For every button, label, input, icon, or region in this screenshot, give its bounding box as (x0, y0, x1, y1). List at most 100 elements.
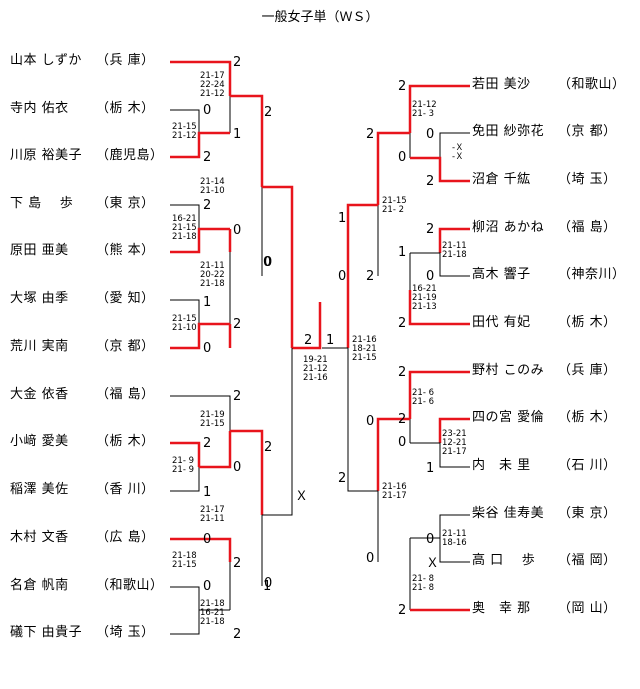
game-scores: 21-18 16-21 21-18 (200, 599, 225, 627)
left-round1-score: 2 (233, 627, 242, 642)
left-round2-score: 0 (264, 255, 273, 270)
bracket-line-6 (170, 204, 200, 229)
right-player-name: 柳沼 あかね (472, 220, 545, 235)
right-round2-score: 2 (366, 269, 375, 284)
winner-line-39 (438, 417, 470, 443)
bracket-line-2 (170, 109, 200, 133)
right-player-name: 内 未 里 (472, 458, 531, 473)
left-round1-score: 0 (203, 341, 212, 356)
left-player-name: 小﨑 愛美 (10, 434, 69, 449)
winner-line-30 (376, 131, 410, 205)
right-player-name: 奥 幸 那 (472, 601, 531, 616)
left-player-pref: （福 島） (96, 387, 155, 402)
game-scores: 19-21 21-12 21-16 (303, 355, 328, 383)
bracket-line-45 (410, 537, 470, 563)
left-round1-score: 2 (233, 317, 242, 332)
left-round1-score: 2 (203, 150, 212, 165)
left-round1-score: 0 (233, 460, 242, 475)
game-scores: 21-11 21-18 (442, 241, 467, 260)
left-player-pref: （鹿児島） (96, 148, 164, 163)
winner-line-18 (199, 431, 232, 469)
right-round1-score: Ｘ (426, 556, 440, 571)
right-player-name: 沼倉 千紘 (472, 172, 531, 187)
left-player-name: 木村 文香 (10, 530, 69, 545)
bracket-line-10 (170, 299, 200, 324)
winner-line-3 (170, 131, 230, 159)
right-player-pref: （京 都） (558, 124, 617, 139)
left-player-pref: （広 島） (96, 530, 155, 545)
winner-line-0 (170, 60, 232, 96)
game-scores: 16-21 21-15 21-18 (172, 214, 197, 242)
left-player-name: 大金 依香 (10, 387, 69, 402)
winner-line-42 (376, 417, 410, 491)
bracket-line-33 (410, 252, 470, 277)
left-player-pref: （京 都） (96, 339, 155, 354)
right-round1-score: 0 (426, 127, 435, 142)
game-scores: 21-12 21- 3 (412, 100, 437, 119)
winner-line-38 (408, 370, 470, 419)
left-player-name: 稲澤 美佐 (10, 482, 69, 497)
left-semifinal-x: Ｘ (295, 489, 309, 504)
game-scores: -Ｘ -Ｘ (452, 143, 464, 162)
game-scores: 21-15 21-10 (172, 314, 197, 333)
game-scores: 21-11 20-22 21-18 (200, 261, 225, 289)
winner-line-32 (438, 227, 470, 253)
right-round1-score: 0 (426, 532, 435, 547)
left-round1-score: 2 (233, 556, 242, 571)
final-right-score: 1 (326, 333, 335, 348)
right-round1-score: 2 (398, 79, 407, 94)
winner-line-21 (170, 537, 232, 562)
left-player-pref: （東 京） (96, 196, 155, 211)
right-player-pref: （岡 山） (558, 601, 617, 616)
right-round3-score: 1 (338, 211, 347, 226)
left-round1-score: 0 (263, 255, 272, 270)
left-player-name: 名倉 帆南 (10, 578, 69, 593)
game-scores: 21-18 21-15 (172, 551, 197, 570)
left-round2-score: 2 (264, 105, 273, 120)
right-player-pref: （福 岡） (558, 553, 617, 568)
game-scores: 21-17 22-24 21-12 (200, 71, 225, 99)
left-player-name: 下 島 歩 (10, 196, 74, 211)
left-round1-score: 1 (203, 485, 212, 500)
bracket-line-15 (170, 395, 231, 431)
left-player-pref: （香 川） (96, 482, 155, 497)
left-player-name: 寺内 佑衣 (10, 101, 69, 116)
left-round1-score: 2 (233, 389, 242, 404)
left-round1-score: 1 (263, 579, 272, 594)
right-player-name: 若田 美沙 (472, 77, 531, 92)
game-scores: 21- 9 21- 9 (172, 456, 194, 475)
game-scores: 23-21 12-21 21-17 (442, 429, 467, 457)
left-player-pref: （栃 木） (96, 101, 155, 116)
bracket-line-25 (262, 348, 293, 516)
game-scores: 21- 8 21- 8 (412, 574, 434, 593)
left-player-name: 礒下 由貴子 (10, 625, 83, 640)
right-player-pref: （栃 木） (558, 315, 617, 330)
right-round1-score: 2 (398, 316, 407, 331)
left-player-pref: （熊 本） (96, 243, 155, 258)
winner-line-16 (170, 441, 201, 467)
right-player-pref: （兵 庫） (558, 363, 617, 378)
right-player-pref: （石 川） (558, 458, 617, 473)
winner-line-11 (170, 322, 230, 350)
winner-line-4 (230, 94, 264, 187)
left-player-name: 山本 しずか (10, 53, 82, 68)
winner-line-36 (346, 203, 378, 348)
left-round1-score: 0 (203, 532, 212, 547)
right-round1-score: 0 (426, 269, 435, 284)
right-round1-score: 2 (398, 365, 407, 380)
right-player-pref: （福 島） (558, 220, 617, 235)
game-scores: 21-16 18-21 21-15 (352, 335, 377, 363)
right-player-pref: （東 京） (558, 506, 617, 521)
game-scores: 21-15 21-12 (172, 122, 197, 141)
winner-line-35 (408, 290, 470, 326)
right-round2-score: 0 (366, 551, 375, 566)
left-round1-score: 0 (203, 103, 212, 118)
left-round1-score: 0 (233, 223, 242, 238)
game-scores: 21-11 18-16 (442, 529, 467, 548)
game-scores: 21-17 21-11 (200, 505, 225, 524)
left-player-name: 大塚 由季 (10, 291, 69, 306)
right-round3-score: 0 (338, 269, 347, 284)
right-round1-score: 2 (426, 222, 435, 237)
right-round2-score: 2 (398, 412, 407, 427)
winner-line-13 (262, 185, 294, 348)
